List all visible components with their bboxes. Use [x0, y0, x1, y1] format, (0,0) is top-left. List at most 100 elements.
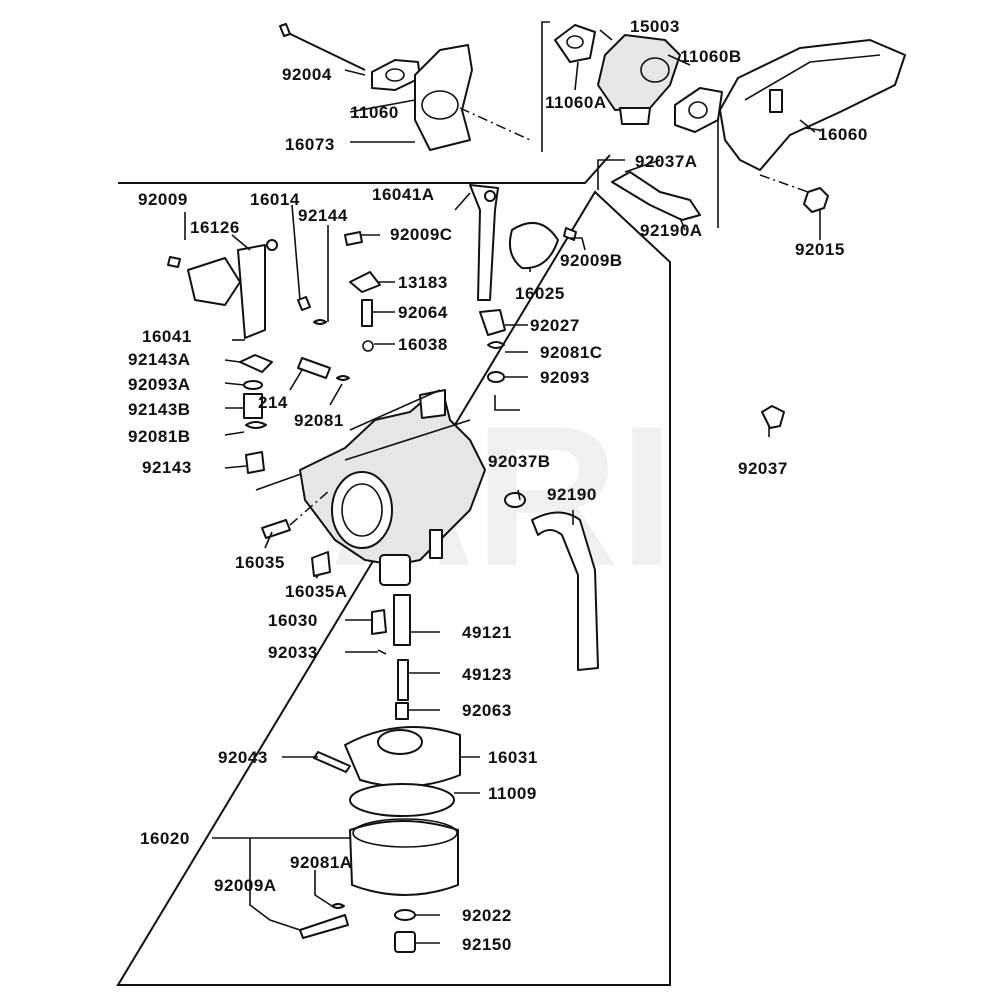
carburetor-15003 [597, 34, 681, 111]
screw-16035A [311, 551, 331, 577]
gasket-11060A [554, 24, 596, 63]
callout-92009A: 92009A [214, 876, 277, 895]
spring-92081A [331, 903, 345, 909]
gasket-11009 [349, 783, 455, 817]
callout-16035: 16035 [235, 553, 285, 572]
screw-214 [297, 357, 331, 379]
callout-92143B: 92143B [128, 400, 191, 419]
seal-92143A [239, 354, 273, 373]
callout-16020: 16020 [140, 829, 190, 848]
main-jet-92063 [395, 702, 409, 720]
washer-92093 [487, 371, 505, 383]
screw-92009A [299, 914, 349, 939]
intake-insulator-group [279, 23, 473, 151]
callout-16025: 16025 [515, 284, 565, 303]
hose-92190A [611, 171, 701, 221]
nut-92015 [803, 187, 829, 213]
callout-214: 214 [258, 393, 288, 412]
seal-92143 [245, 451, 265, 474]
screw-92064 [361, 299, 373, 327]
callout-92081: 92081 [294, 411, 344, 430]
stud-end [279, 23, 291, 37]
callout-92190: 92190 [547, 485, 597, 504]
callout-92081C: 92081C [540, 343, 603, 362]
drain-bolt-92150 [394, 931, 416, 953]
stud-bolt [281, 29, 366, 71]
o-ring-92037B [504, 492, 526, 508]
callout-16038: 16038 [398, 335, 448, 354]
callout-92004: 92004 [282, 65, 332, 84]
callout-92093: 92093 [540, 368, 590, 387]
callout-92037: 92037 [738, 459, 788, 478]
callout-16031: 16031 [488, 748, 538, 767]
callout-92081B: 92081B [128, 427, 191, 446]
callout-labels: 92004 11060 16073 15003 11060A 11060B 16… [128, 17, 867, 954]
callout-49121: 49121 [462, 623, 512, 642]
spring-92144 [313, 319, 327, 325]
air-cleaner-base-16060 [719, 39, 906, 171]
carburetor-body [299, 389, 486, 586]
washer-92022 [394, 909, 416, 921]
callout-92144: 92144 [298, 206, 348, 225]
lever-13183 [349, 271, 381, 293]
callout-92037A: 92037A [635, 152, 698, 171]
float-assembly-group [299, 594, 461, 953]
callout-92033: 92033 [268, 643, 318, 662]
pin-92043 [313, 751, 351, 773]
gasket-11060B [674, 87, 723, 133]
tube-49121 [393, 594, 411, 646]
callout-92015: 92015 [795, 240, 845, 259]
screw-92009C [344, 231, 363, 246]
callout-92043: 92043 [218, 748, 268, 767]
callout-11060B: 11060B [680, 47, 742, 66]
callout-92143A: 92143A [128, 350, 191, 369]
needle-16030 [371, 609, 387, 635]
jet-49123 [397, 659, 409, 701]
spring-92081B [245, 421, 267, 429]
callout-92143: 92143 [142, 458, 192, 477]
spring-92081 [336, 375, 350, 381]
callout-92063: 92063 [462, 701, 512, 720]
air-cleaner-base-group [597, 39, 906, 228]
spring-92081C [487, 341, 505, 349]
washer-92093A [243, 380, 263, 390]
callout-11060: 11060 [350, 103, 399, 122]
callout-92027: 92027 [530, 316, 580, 335]
callout-16030: 16030 [268, 611, 318, 630]
callout-16035A: 16035A [285, 582, 348, 601]
carburetor-assembly-group [554, 24, 723, 133]
idle-screw-group [297, 231, 381, 381]
callout-16014: 16014 [250, 190, 300, 209]
callout-92022: 92022 [462, 906, 512, 925]
callout-92093A: 92093A [128, 375, 191, 394]
pilot-jet-16014 [297, 296, 311, 311]
callout-92190A: 92190A [640, 221, 703, 240]
callout-49123: 49123 [462, 665, 512, 684]
o-ring-16038 [362, 340, 374, 352]
callout-92037B: 92037B [488, 452, 551, 471]
choke-shaft-16041 [237, 244, 266, 339]
lever-92027 [479, 309, 506, 336]
callout-92009: 92009 [138, 190, 188, 209]
callout-92064: 92064 [398, 303, 448, 322]
callout-92081A: 92081A [290, 853, 353, 872]
callout-16073: 16073 [285, 135, 335, 154]
choke-shaft-group [167, 212, 341, 491]
hose-92190 [531, 511, 599, 671]
float-bowl-16020 [349, 820, 459, 896]
callout-15003: 15003 [630, 17, 680, 36]
callout-92009B: 92009B [560, 251, 623, 270]
callout-92009C: 92009C [390, 225, 453, 244]
choke-plate-16126 [187, 257, 241, 306]
throttle-shaft-16041A [469, 184, 499, 301]
callout-16041A: 16041A [372, 185, 435, 204]
callout-13183: 13183 [398, 273, 448, 292]
leader-lines [212, 119, 821, 944]
bushing-92143B [243, 393, 263, 419]
callout-16041: 16041 [142, 327, 192, 346]
clip-92037 [761, 405, 785, 429]
callout-92150: 92150 [462, 935, 512, 954]
callout-11009: 11009 [488, 784, 537, 803]
assembly-frame [116, 154, 671, 986]
